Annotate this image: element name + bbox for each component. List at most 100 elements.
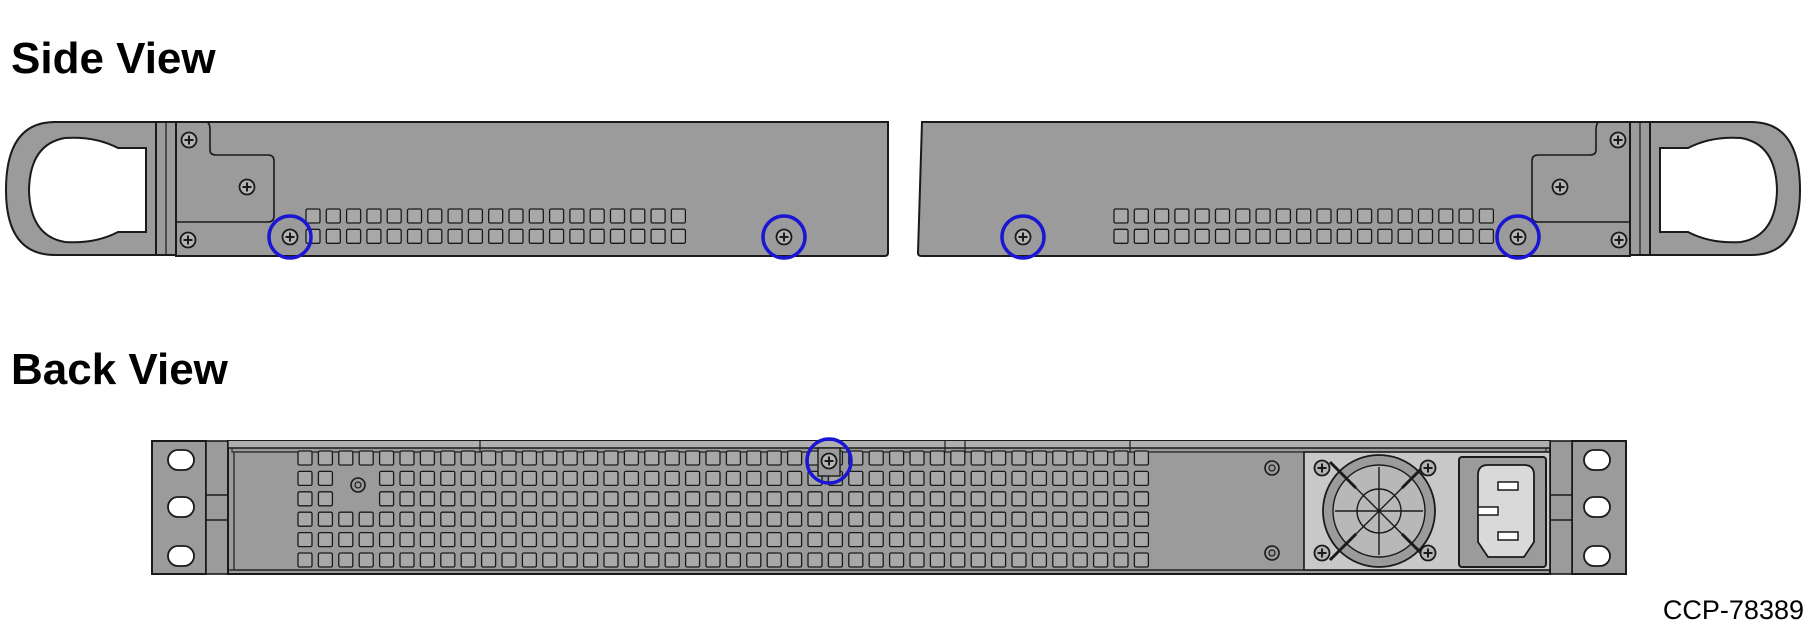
vent-slot [542,511,558,527]
vent-slot [1072,470,1088,487]
vent-slot [542,470,558,487]
vent-slot [521,491,538,507]
vent-slot [338,450,354,466]
vent-slot [929,470,946,487]
vent-slot [325,208,341,224]
vent-slot [705,491,721,507]
vent-slot [399,450,415,466]
vent-slot [1052,450,1068,466]
screw-icon [1610,231,1628,249]
vent-slot [1011,531,1027,548]
vent-slot [1316,208,1332,224]
vent-slot [1275,228,1292,244]
vent-slot [766,511,782,527]
vent-slot [562,552,578,568]
vent-slot [1072,552,1088,568]
vent-slot [1214,228,1231,244]
back-view-heading: Back View [11,345,228,394]
standoff-icon [1264,460,1280,476]
vent-slot [480,511,497,527]
vent-slot [338,531,354,548]
vent-slot [488,228,504,244]
vent-slot [399,531,415,548]
vent-slot [603,470,619,487]
vent-slot [664,450,680,466]
screw-icon [820,452,838,470]
vent-slot [705,450,721,466]
highlight-ring [1495,214,1541,260]
vent-slot [950,531,966,548]
vent-slot [467,208,484,224]
ac-power-inlet-icon [1458,456,1547,568]
vent-slot [297,552,313,568]
vent-slot [1316,228,1332,244]
vent-slot [623,450,640,466]
vent-slot [1235,208,1251,224]
vent-slot [950,470,966,487]
vent-slot [1113,491,1129,507]
screw-icon [1551,178,1569,196]
vent-slot [746,470,762,487]
back-view-panel [151,437,1627,575]
vent-slot [378,552,395,568]
vent-slot [684,491,701,507]
vent-slot [440,531,456,548]
vent-slot [317,511,334,527]
vent-slot [725,552,742,568]
vent-slot [1478,228,1495,244]
vent-slot [419,450,436,466]
vent-slot [521,470,538,487]
vent-slot [970,491,986,507]
vent-slot [644,531,660,548]
screw-icon [281,228,299,246]
vent-slot [399,491,415,507]
vent-slot [521,450,538,466]
vent-slot [542,450,558,466]
vent-slot [929,552,946,568]
vent-slot [1458,228,1474,244]
vent-slot [460,552,476,568]
vent-slot [358,450,374,466]
vent-slot [725,511,742,527]
vent-slot [603,552,619,568]
vent-slot [582,552,599,568]
vent-slot [950,450,966,466]
vent-slot [305,208,321,224]
vent-slot [460,531,476,548]
vent-slot [1133,470,1150,487]
vent-slot [1072,491,1088,507]
vent-slot [1052,491,1068,507]
vent-slot [929,531,946,548]
vent-slot [848,552,864,568]
vent-slot [1052,470,1068,487]
mounting-slot [167,449,195,471]
vent-slot [644,470,660,487]
vent-slot [562,450,578,466]
vent-slot [358,552,374,568]
vent-slot [705,511,721,527]
vent-slot [419,470,436,487]
vent-slot [1133,531,1150,548]
vent-slot [1092,552,1109,568]
vent-slot [848,531,864,548]
vent-slot [480,552,497,568]
vent-slot [766,470,782,487]
vent-slot [1336,208,1352,224]
vent-slot [1113,511,1129,527]
screw-icon [1313,544,1331,562]
vent-slot [725,531,742,548]
vent-slot [950,511,966,527]
vent-slot [807,552,823,568]
standoff-icon [1264,545,1280,561]
vent-slot [644,491,660,507]
vent-slot [488,208,504,224]
vent-slot [1235,228,1251,244]
vent-slot [1377,228,1393,244]
highlight-ring [267,214,313,260]
vent-slot [888,531,905,548]
vent-slot [1113,531,1129,548]
vent-slot [1214,208,1231,224]
side-view-right-panel [916,121,1802,260]
vent-slot [297,511,313,527]
vent-slot [970,531,986,548]
